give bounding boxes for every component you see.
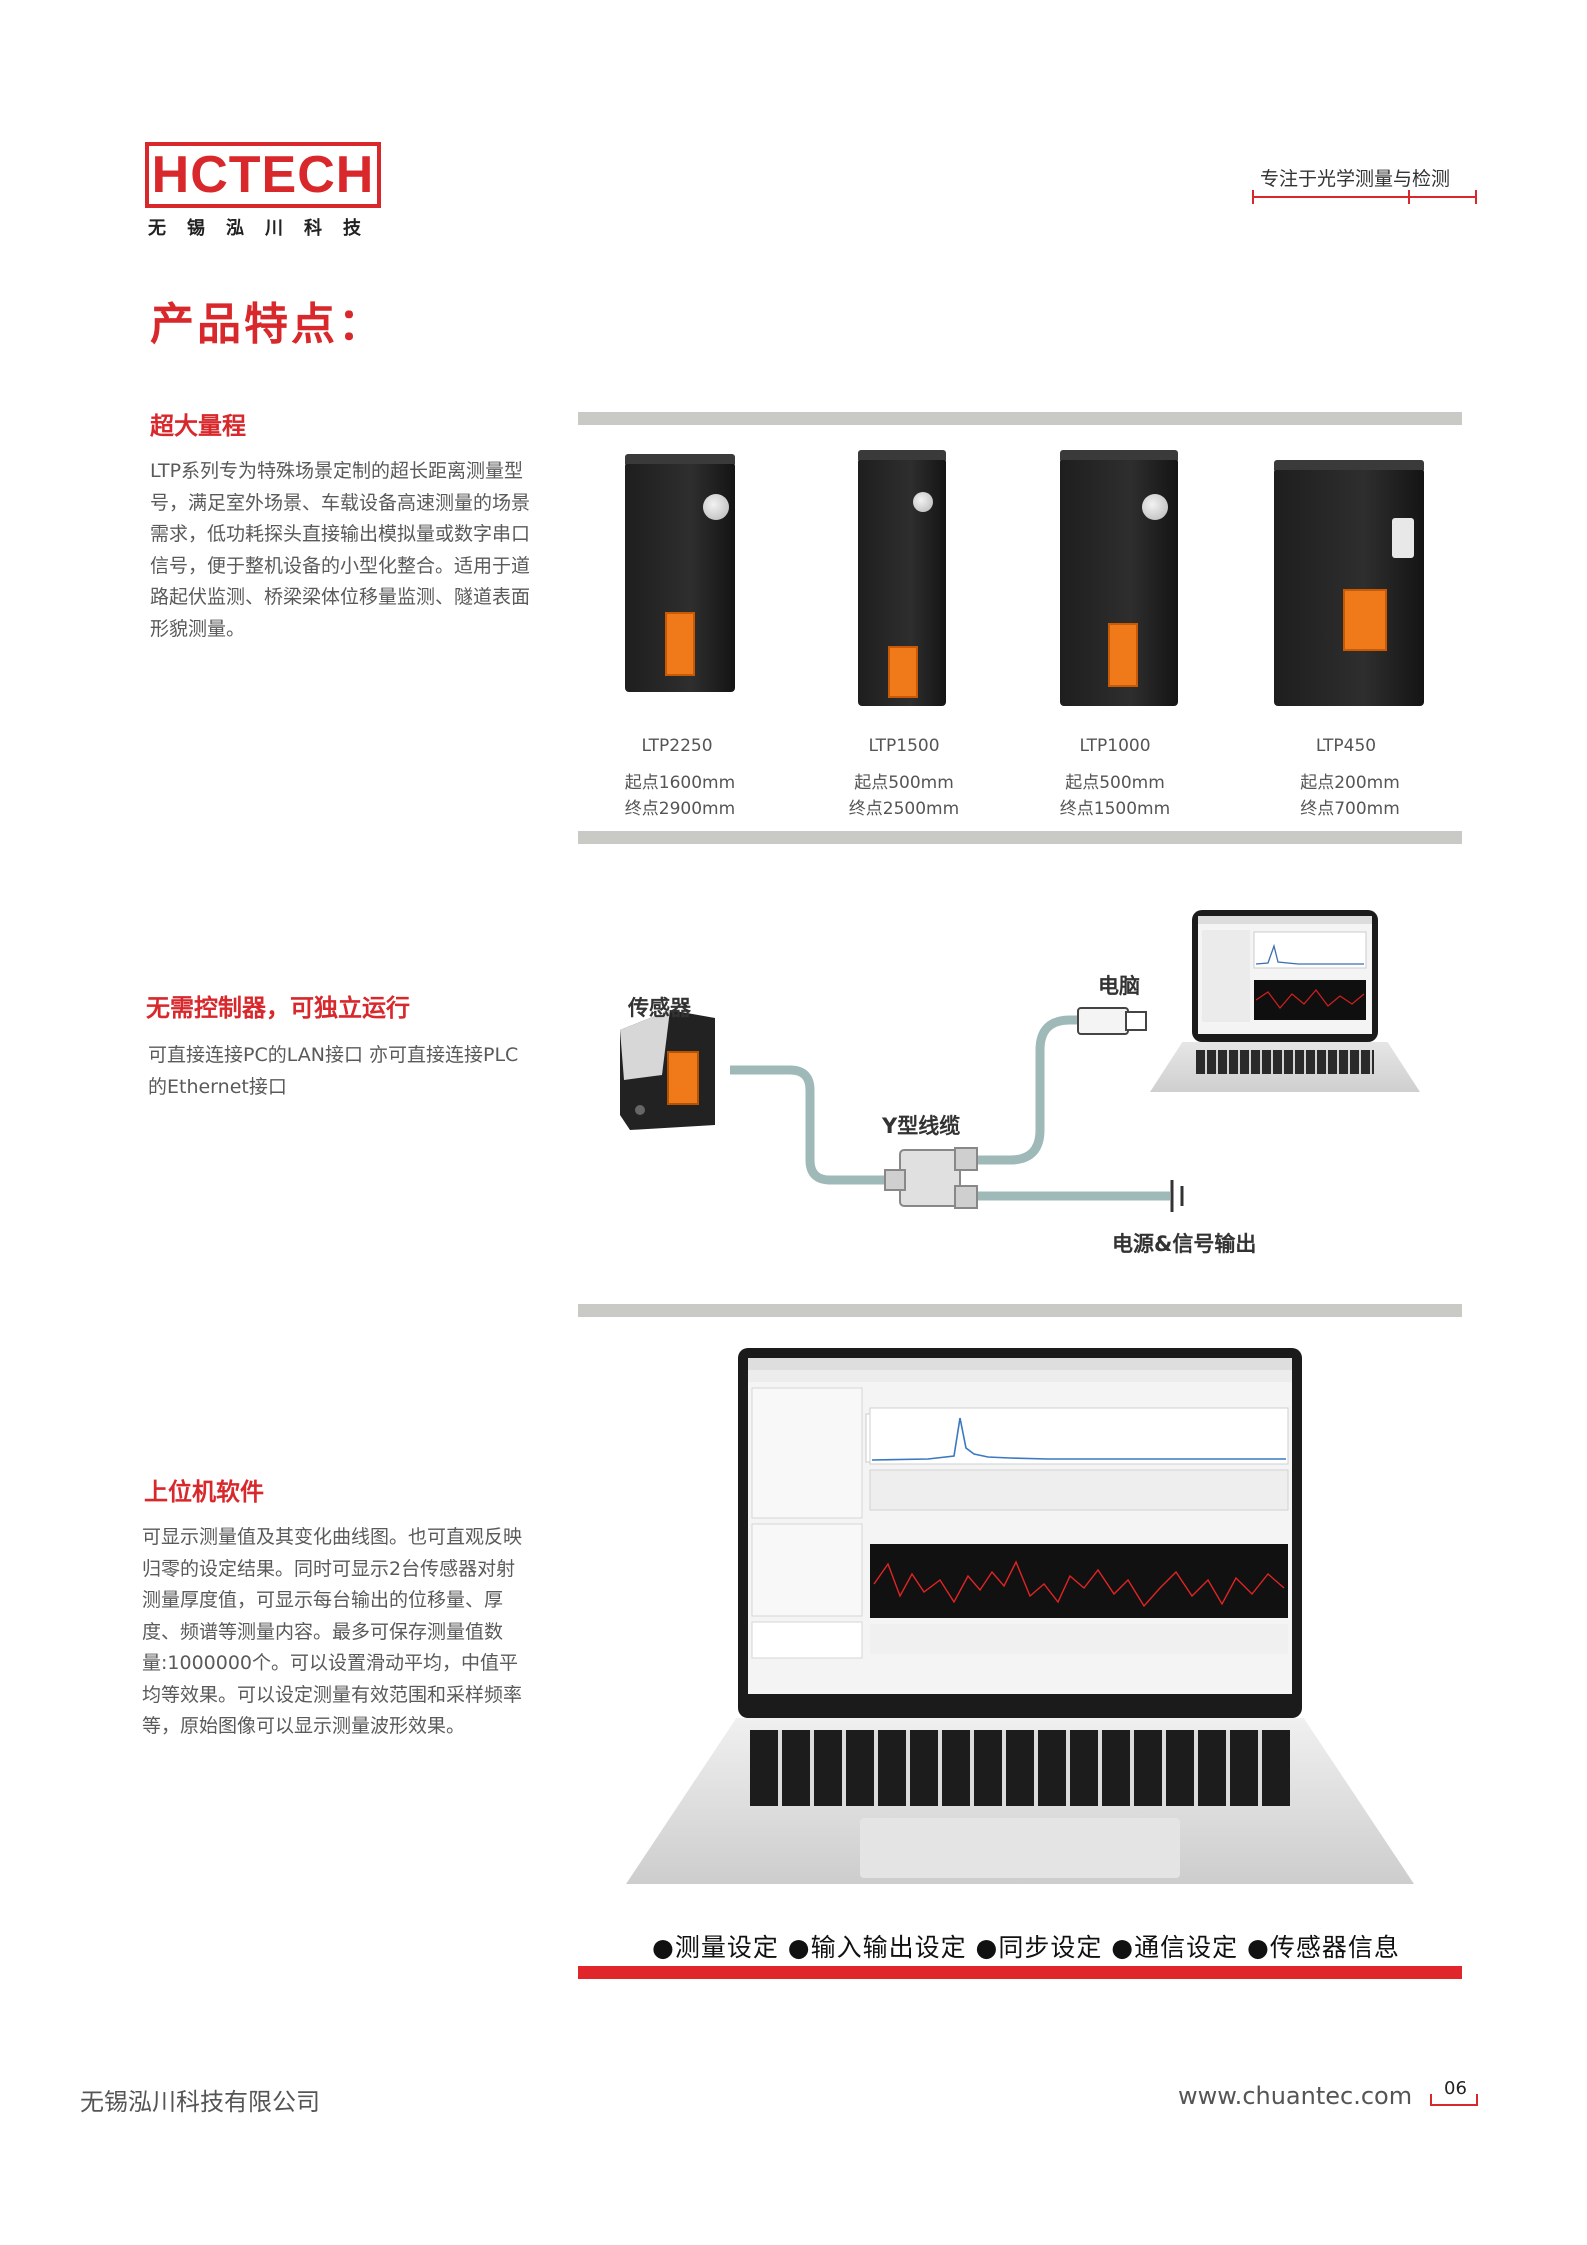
diagram-label-power: 电源&信号输出 bbox=[1112, 1232, 1257, 1256]
product-name: LTP2250 bbox=[641, 736, 713, 756]
y-cable-connector-icon bbox=[884, 1147, 978, 1209]
spectrum-chart bbox=[869, 1407, 1289, 1465]
product-spec-end: 终点1500mm bbox=[1059, 799, 1171, 819]
laptop-screen bbox=[1192, 910, 1378, 1042]
divider-bar bbox=[578, 412, 1462, 425]
lens-icon bbox=[1392, 518, 1414, 558]
product-spec-end: 终点700mm bbox=[1300, 799, 1400, 819]
product-name: LTP450 bbox=[1315, 736, 1377, 756]
page-number-tick bbox=[1430, 2094, 1432, 2106]
product-spec-start: 起点1600mm bbox=[624, 773, 736, 793]
section-body-standalone: 可直接连接PC的LAN接口 亦可直接连接PLC的Ethernet接口 bbox=[148, 1044, 519, 1098]
page-number-tick bbox=[1476, 2094, 1478, 2106]
product-image-ltp1500 bbox=[858, 450, 946, 706]
diagram-sensor-image bbox=[620, 1010, 715, 1130]
product-spec-start: 起点500mm bbox=[1065, 773, 1165, 793]
laptop-trackpad bbox=[860, 1818, 1180, 1878]
diagram-label-computer: 电脑 bbox=[1098, 974, 1140, 998]
tagline-tick bbox=[1408, 190, 1410, 204]
logo-frame bbox=[145, 142, 381, 208]
connection-diagram bbox=[620, 1007, 1184, 1212]
diagram-label-sensor: 传感器 bbox=[628, 996, 691, 1020]
warning-label bbox=[665, 612, 695, 676]
product-spec-start: 起点500mm bbox=[854, 773, 954, 793]
laptop-screen bbox=[738, 1348, 1302, 1718]
tagline-underline bbox=[1252, 196, 1477, 198]
product-spec-end: 终点2500mm bbox=[848, 799, 960, 819]
rj45-plug-icon bbox=[1077, 1007, 1147, 1035]
divider-bar bbox=[578, 831, 1462, 844]
laptop-keyboard bbox=[1196, 1050, 1374, 1074]
divider-bar bbox=[578, 1304, 1462, 1317]
laptop-image-large bbox=[610, 1348, 1430, 1894]
tagline-tick bbox=[1475, 190, 1477, 204]
accent-bar bbox=[578, 1966, 1462, 1979]
feature-list: ●测量设定 ●输入输出设定 ●同步设定 ●通信设定 ●传感器信息 bbox=[652, 1933, 1400, 1962]
section-title-standalone: 无需控制器，可独立运行 bbox=[146, 994, 410, 1022]
software-screenshot bbox=[748, 1358, 1292, 1659]
warning-label bbox=[888, 646, 918, 698]
page-number: 06 bbox=[1444, 2078, 1467, 2099]
footer-company: 无锡泓川科技有限公司 bbox=[80, 2088, 320, 2116]
lens-icon bbox=[703, 494, 729, 520]
warning-label bbox=[1108, 623, 1138, 687]
section-title-range: 超大量程 bbox=[150, 412, 246, 440]
product-image-ltp2250 bbox=[625, 454, 735, 692]
section-body-range: LTP系列专为特殊场景定制的超长距离测量型号，满足室外场景、车载设备高速测量的场… bbox=[150, 460, 531, 640]
logo-subtitle: 无锡泓川科技 bbox=[148, 218, 382, 239]
ground-terminal-icon bbox=[1170, 1180, 1184, 1212]
product-name: LTP1500 bbox=[868, 736, 940, 756]
tagline: 专注于光学测量与检测 bbox=[1260, 168, 1451, 190]
page-title: 产品特点： bbox=[150, 299, 385, 350]
footer-website[interactable]: www.chuantec.com bbox=[1178, 2082, 1413, 2110]
product-image-ltp450 bbox=[1274, 460, 1424, 706]
lens-icon bbox=[1142, 494, 1168, 520]
tagline-tick bbox=[1252, 190, 1254, 204]
lens-icon bbox=[913, 492, 933, 512]
software-screenshot bbox=[1198, 916, 1372, 1022]
laptop-image-small bbox=[1150, 910, 1420, 1105]
warning-label bbox=[1343, 589, 1387, 651]
section-title-software: 上位机软件 bbox=[144, 1478, 264, 1506]
product-spec-start: 起点200mm bbox=[1300, 773, 1400, 793]
product-name: LTP1000 bbox=[1079, 736, 1151, 756]
product-spec-end: 终点2900mm bbox=[624, 799, 736, 819]
page-number-underline bbox=[1430, 2104, 1478, 2106]
waveform-chart bbox=[870, 1544, 1288, 1618]
logo-text: HCTECH bbox=[151, 146, 375, 204]
laptop-keyboard bbox=[750, 1730, 1290, 1806]
product-image-ltp1000 bbox=[1060, 450, 1178, 706]
section-body-software: 可显示测量值及其变化曲线图。也可直观反映归零的设定结果。同时可显示2台传感器对射… bbox=[142, 1526, 523, 1737]
diagram-label-cable: Y型线缆 bbox=[882, 1114, 961, 1138]
